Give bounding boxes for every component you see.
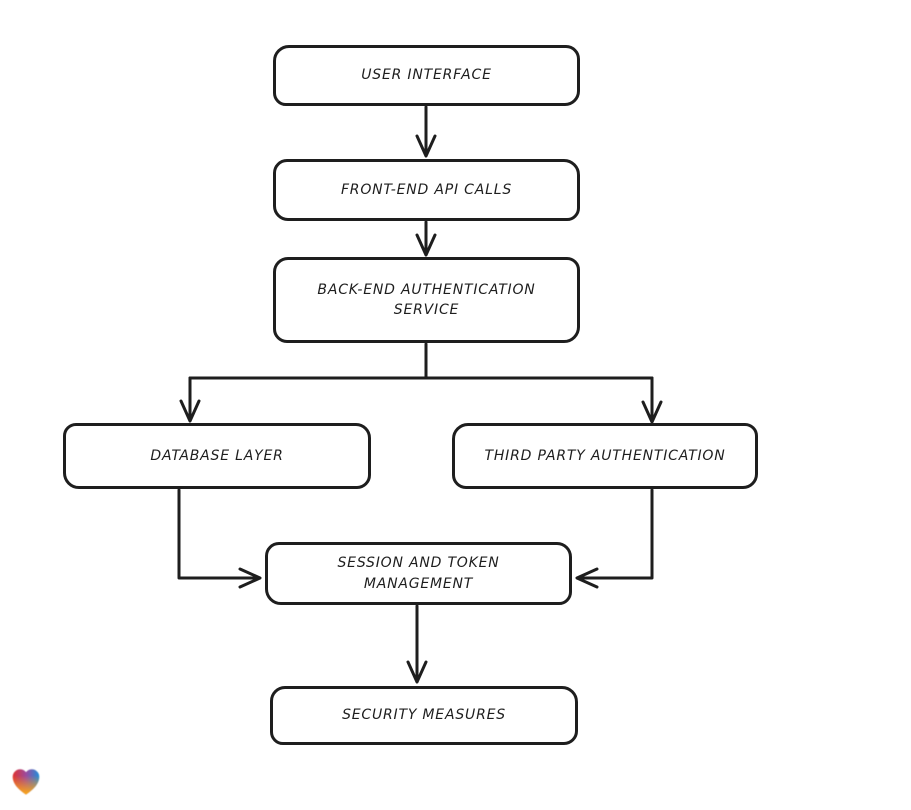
node-label: FRONT-END API CALLS xyxy=(340,181,513,198)
edge-frontend-to-backend[interactable] xyxy=(415,220,437,257)
node-user-interface[interactable]: USER INTERFACE xyxy=(273,45,580,106)
edge-ui-to-frontend[interactable] xyxy=(415,105,437,158)
node-label: THIRD PARTY AUTHENTICATION xyxy=(484,447,726,464)
node-label: SECURITY MEASURES xyxy=(342,707,506,724)
edge-session-to-security[interactable] xyxy=(406,604,428,684)
node-security-measures[interactable]: SECURITY MEASURES xyxy=(270,686,578,745)
node-label: DATABASE LAYER xyxy=(150,447,284,464)
node-third-party-authentication[interactable]: THIRD PARTY AUTHENTICATION xyxy=(452,423,758,489)
node-label: SESSION AND TOKEN MANAGEMENT xyxy=(337,555,500,592)
node-label: BACK-END AUTHENTICATION SERVICE xyxy=(317,281,536,318)
edge-backend-split[interactable] xyxy=(179,342,663,424)
node-front-end-api-calls[interactable]: FRONT-END API CALLS xyxy=(273,159,580,221)
heart-logo[interactable] xyxy=(7,761,45,799)
edge-thirdparty-to-session[interactable] xyxy=(575,488,654,589)
node-label: USER INTERFACE xyxy=(361,67,492,84)
node-back-end-authentication-service[interactable]: BACK-END AUTHENTICATION SERVICE xyxy=(273,257,580,343)
node-session-and-token-management[interactable]: SESSION AND TOKEN MANAGEMENT xyxy=(265,542,572,605)
node-database-layer[interactable]: DATABASE LAYER xyxy=(63,423,371,489)
heart-icon xyxy=(12,769,40,795)
edge-database-to-session[interactable] xyxy=(177,488,262,589)
